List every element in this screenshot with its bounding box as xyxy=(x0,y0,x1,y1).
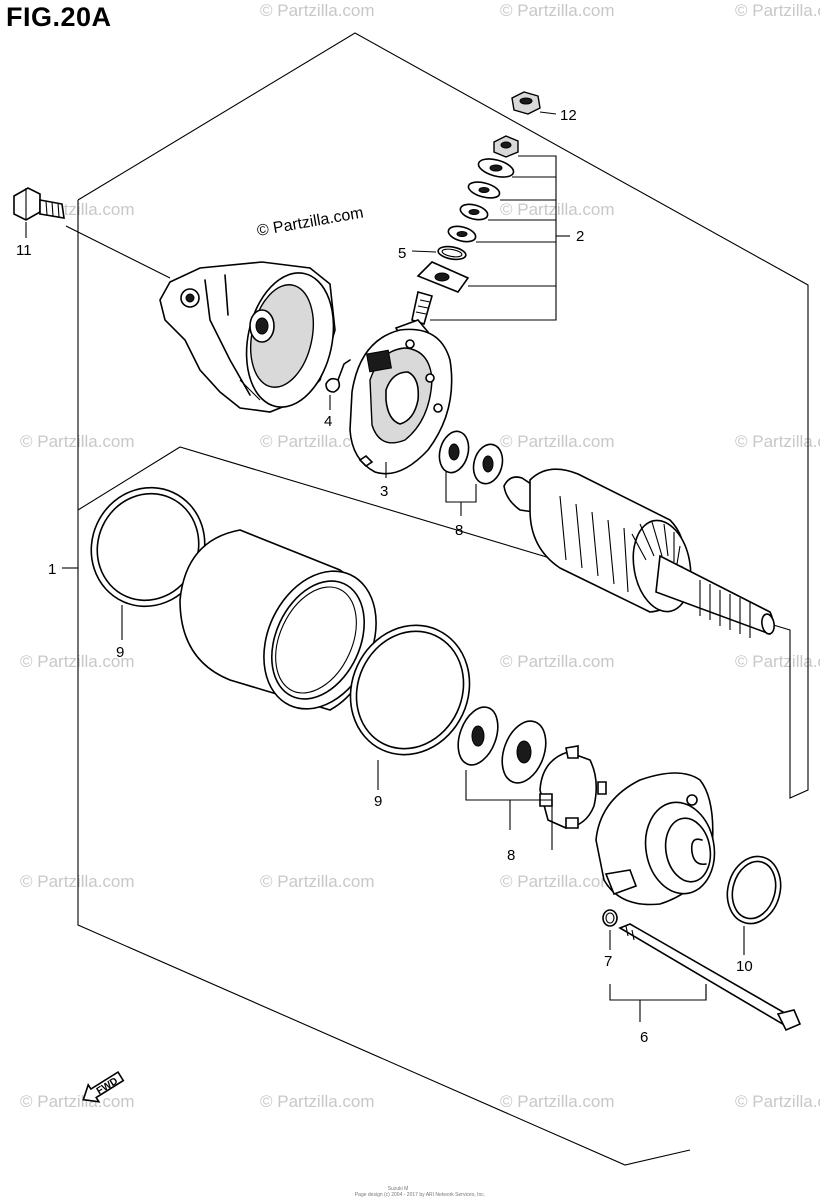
part-9-o-ring-upper[interactable] xyxy=(72,469,224,640)
watermark: © Partzilla.com xyxy=(500,1,615,20)
watermark: © Partzilla.com xyxy=(20,432,135,451)
watermark: © Partzilla.com xyxy=(500,200,615,219)
callout-5: 5 xyxy=(398,245,406,262)
part-8-washers-upper[interactable] xyxy=(435,428,507,516)
watermark: © Partzilla.com xyxy=(20,652,135,671)
footer-line-2: Page design (c) 2004 - 2017 by ARI Netwo… xyxy=(355,1192,485,1198)
callout-3: 3 xyxy=(380,483,388,500)
callout-labels: 1 2 3 4 5 6 7 8 8 9 9 10 11 12 xyxy=(16,107,753,1046)
watermarks: © Partzilla.com © Partzilla.com © Partzi… xyxy=(20,1,820,1111)
part-yoke[interactable] xyxy=(179,529,398,727)
watermark: © Partzilla.com xyxy=(735,1,820,20)
part-6-through-bolt[interactable] xyxy=(609,923,802,1032)
part-5-o-ring[interactable] xyxy=(411,245,467,262)
part-11-bolt[interactable] xyxy=(13,187,171,279)
watermark: © Partzilla.com xyxy=(500,872,615,891)
part-3-brush-holder[interactable] xyxy=(349,328,453,478)
part-insulator-plate[interactable] xyxy=(416,261,470,293)
part-armature[interactable] xyxy=(503,468,776,638)
callout-9-lower: 9 xyxy=(374,793,382,810)
figure-title: FIG.20A xyxy=(6,2,112,32)
part-12-nut[interactable] xyxy=(511,91,541,115)
watermark: © Partzilla.com xyxy=(735,1092,820,1111)
watermark: © Partzilla.com xyxy=(735,432,820,451)
assembly-outline xyxy=(77,32,809,1166)
part-4-brush-clip[interactable] xyxy=(325,359,351,410)
part-front-housing[interactable] xyxy=(595,772,721,906)
callout-7: 7 xyxy=(604,953,612,970)
part-10-o-ring[interactable] xyxy=(720,850,788,955)
callout-11: 11 xyxy=(16,242,32,259)
callout-2: 2 xyxy=(576,228,584,245)
callout-9-upper: 9 xyxy=(116,644,124,661)
part-end-cover[interactable] xyxy=(159,261,345,415)
callout-12: 12 xyxy=(560,107,577,124)
callout-8-lower: 8 xyxy=(507,847,515,864)
callout-8-upper: 8 xyxy=(455,522,463,539)
part-7-o-ring[interactable] xyxy=(602,909,618,950)
footer-line-1: Suzuki M xyxy=(388,1186,409,1192)
callout-10: 10 xyxy=(736,958,753,975)
watermark: © Partzilla.com xyxy=(500,1092,615,1111)
watermark: © Partzilla.com xyxy=(500,432,615,451)
callout-4: 4 xyxy=(324,413,332,430)
watermark: © Partzilla.com xyxy=(260,1,375,20)
watermark: © Partzilla.com xyxy=(735,652,820,671)
watermark: © Partzilla.com xyxy=(20,872,135,891)
watermark: © Partzilla.com xyxy=(500,652,615,671)
part-9-o-ring-lower[interactable] xyxy=(330,606,491,790)
watermark: © Partzilla.com xyxy=(260,432,375,451)
watermark: © Partzilla.com xyxy=(20,1092,135,1111)
watermark: © Partzilla.com xyxy=(260,872,375,891)
part-2-washer-stack[interactable] xyxy=(430,135,570,321)
callout-1: 1 xyxy=(48,561,56,578)
callout-6: 6 xyxy=(640,1029,648,1046)
watermark: © Partzilla.com xyxy=(260,1092,375,1111)
part-8-washers-lower[interactable] xyxy=(451,702,607,850)
watermark-center: © Partzilla.com xyxy=(256,204,365,239)
leader-12 xyxy=(539,111,557,115)
